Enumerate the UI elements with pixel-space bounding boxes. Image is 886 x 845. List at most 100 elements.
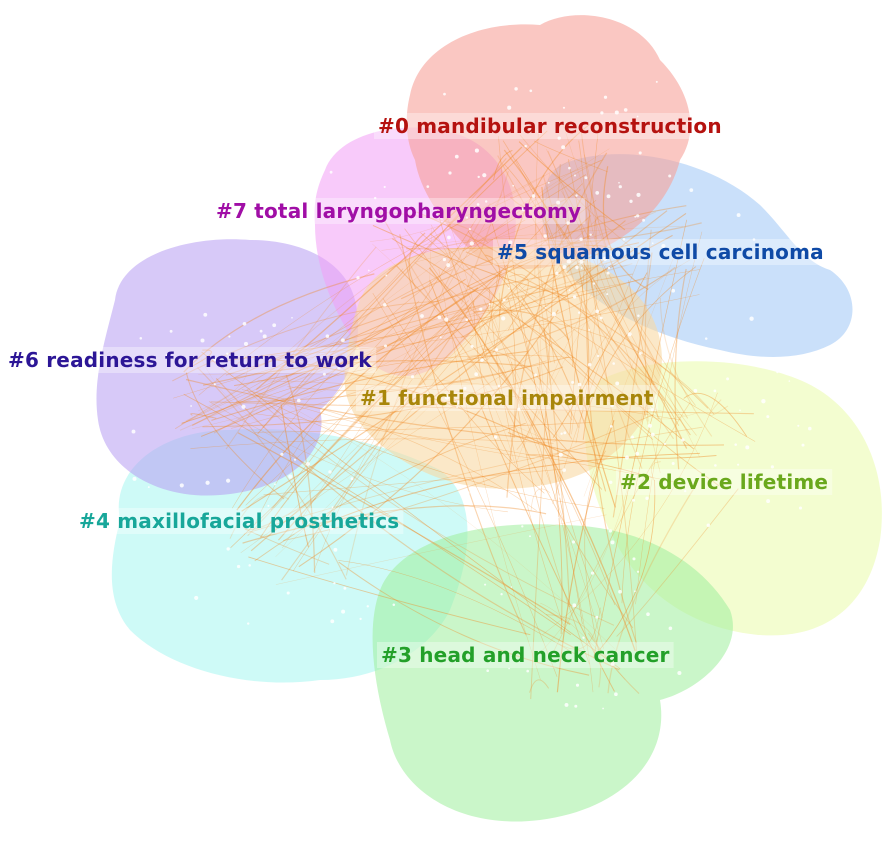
network-node [482,173,487,178]
network-node [329,170,333,174]
link-line [556,419,615,693]
network-node [190,405,193,407]
link-line [281,300,475,581]
link-line [284,307,419,364]
link-line [172,300,439,382]
network-node [508,287,510,290]
link-line [612,252,653,518]
network-node [650,432,655,437]
link-line [413,207,576,263]
link-line [245,200,597,506]
link-line [539,173,564,515]
link-line [181,278,466,424]
link-line [674,268,687,470]
network-node [200,338,205,343]
cluster-label-3: #3 head and neck cancer [381,643,670,667]
network-node [561,145,566,150]
network-node [356,276,360,280]
link-line [487,296,563,441]
network-node [512,184,515,187]
network-node [798,506,803,510]
network-node [749,316,754,321]
link-line [406,222,702,250]
network-node [734,443,737,446]
network-node [456,406,458,409]
link-line [379,211,521,425]
network-node [595,309,600,314]
link-line [234,234,673,387]
network-node [213,383,216,386]
network-node [476,203,480,206]
network-node [677,670,682,676]
network-node [557,516,560,519]
link-line [546,149,570,273]
network-node [573,174,577,177]
network-node [305,461,310,467]
link-line [388,238,599,271]
link-line [372,243,518,473]
link-line [521,295,607,492]
network-node [454,154,459,159]
network-node [540,484,542,487]
network-node [448,171,452,175]
network-node [574,704,578,708]
network-node [632,557,636,561]
network-node [510,586,513,588]
link-line [575,154,598,444]
link-line [198,373,685,416]
link-line [225,273,633,376]
link-line [197,367,347,580]
network-node [568,289,571,291]
network-node [132,476,137,481]
network-node [293,458,297,461]
link-line [641,408,700,420]
link-line [518,284,537,298]
link-line [502,140,567,283]
link-line [189,349,212,368]
network-node [477,175,480,179]
cluster-regions [96,15,882,822]
link-line [541,187,616,508]
link-line [709,399,729,416]
link-line [482,276,498,356]
link-line [523,286,609,449]
link-line [516,340,541,451]
network-node [599,316,603,320]
link-line [241,389,537,512]
network-node [618,181,620,184]
network-node [562,468,567,472]
link-line [259,319,472,538]
network-node [808,426,812,431]
network-node [500,593,503,596]
link-line [483,299,594,693]
network-node [228,335,231,338]
network-node [340,338,345,343]
link-line [474,292,501,363]
network-node [628,248,631,251]
network-node [572,603,577,608]
network-node [333,547,338,552]
network-node [614,110,619,115]
network-node [474,148,479,153]
link-line [246,389,615,626]
link-line [313,452,700,530]
link-line [173,269,700,399]
link-line [462,174,587,252]
network-node [671,288,676,293]
link-line [372,292,558,677]
network-node [774,359,777,362]
link-line [215,378,620,671]
link-line [428,267,636,652]
link-line [584,266,697,422]
network-node [426,185,430,188]
network-node [502,298,506,302]
network-node [242,356,245,359]
link-line [590,278,665,402]
network-node [524,144,527,148]
network-node [488,302,491,306]
network-node [226,352,229,355]
link-line [404,228,616,606]
link-line [541,392,718,636]
network-node [442,257,447,262]
